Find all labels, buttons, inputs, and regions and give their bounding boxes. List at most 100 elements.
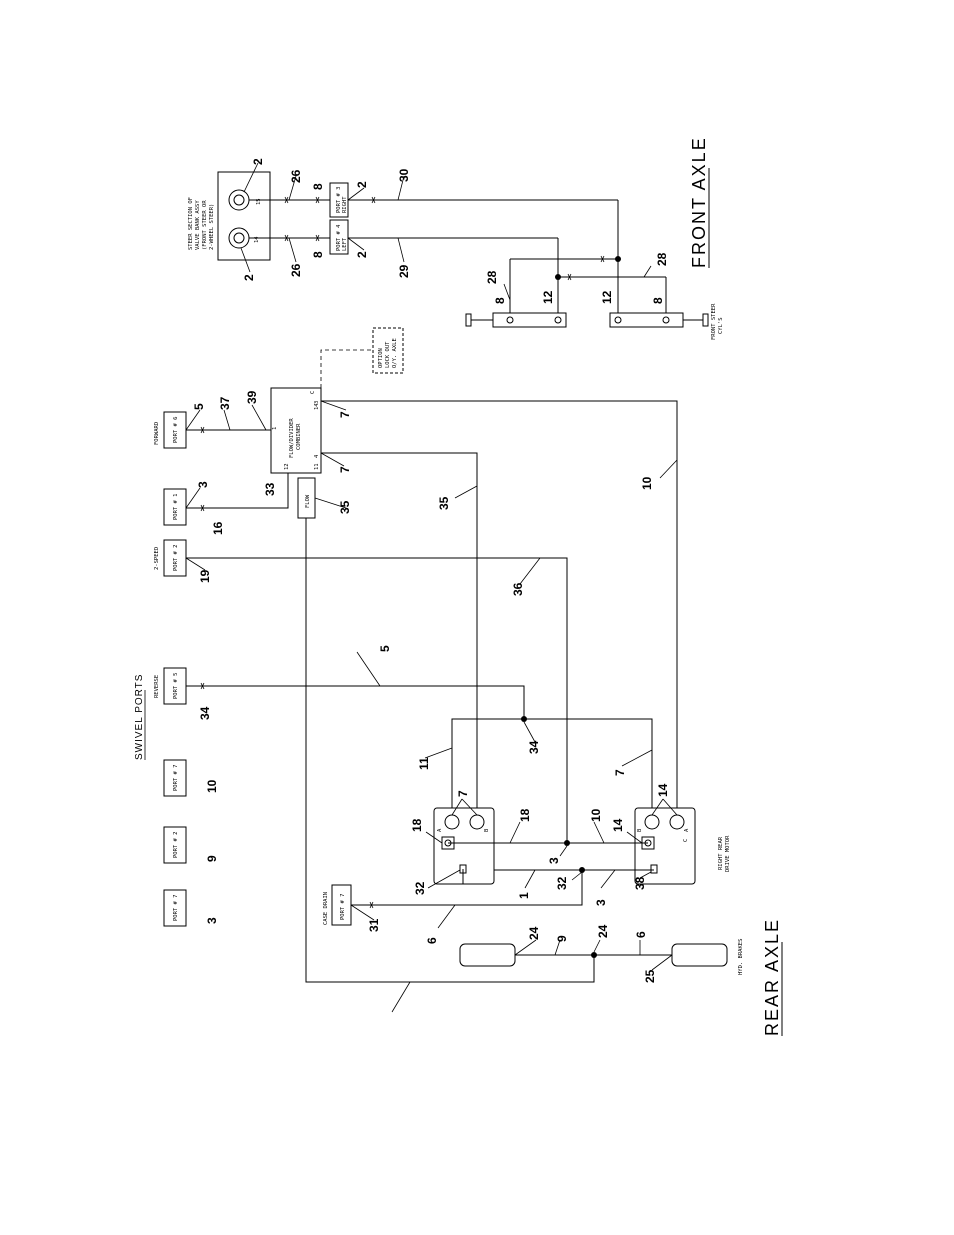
front-steer-cylinder-right: [609, 312, 709, 328]
svg-text:14: 14: [314, 403, 320, 410]
svg-text:4: 4: [314, 454, 320, 458]
svg-text:LOCK OUT: LOCK OUT: [385, 341, 391, 368]
svg-text:16: 16: [211, 521, 225, 535]
front-steer-cylinder-left: [465, 312, 567, 328]
svg-text:PORT # 4: PORT # 4: [336, 224, 342, 251]
svg-text:(FRONT STEER OR: (FRONT STEER OR: [202, 200, 208, 250]
left-drive-motor: A B: [433, 807, 495, 885]
svg-text:29: 29: [397, 264, 411, 278]
front-axle-title: FRONT AXLE: [689, 136, 709, 268]
svg-text:1: 1: [517, 892, 531, 899]
option-lockout-box: OPTION LOCK OUT O/Y. AXLE: [372, 327, 404, 374]
svg-text:7: 7: [613, 769, 627, 776]
svg-text:8: 8: [311, 183, 325, 190]
svg-text:19: 19: [198, 569, 212, 583]
svg-text:35: 35: [338, 500, 352, 514]
steer-valve-section: 15 14 STEER SECTION OF VALVE BANK ASSY (…: [188, 171, 271, 261]
svg-text:28: 28: [485, 270, 499, 284]
svg-text:14: 14: [611, 818, 625, 832]
svg-text:HYD. BRAKES: HYD. BRAKES: [738, 939, 744, 975]
svg-text:10: 10: [589, 808, 603, 822]
port-6-forward: PORT # 6 FORWARD: [154, 411, 187, 449]
svg-text:PORT # 7: PORT # 7: [173, 895, 179, 922]
svg-text:32: 32: [413, 881, 427, 895]
rear-axle-title: REAR AXLE: [762, 918, 782, 1036]
svg-text:2: 2: [251, 158, 265, 165]
svg-text:37: 37: [218, 396, 232, 410]
svg-text:26: 26: [289, 169, 303, 183]
svg-text:2: 2: [355, 181, 369, 188]
svg-text:CYL'S: CYL'S: [718, 317, 724, 334]
svg-text:REVERSE: REVERSE: [154, 675, 160, 698]
svg-text:28: 28: [655, 252, 669, 266]
svg-text:32: 32: [555, 876, 569, 890]
svg-text:9: 9: [555, 935, 569, 942]
svg-text:7: 7: [456, 790, 470, 797]
svg-text:2: 2: [355, 251, 369, 258]
svg-text:PORT # 6: PORT # 6: [173, 417, 179, 444]
svg-text:PORT # 7: PORT # 7: [340, 894, 346, 921]
svg-text:7: 7: [338, 466, 352, 473]
svg-text:8: 8: [493, 297, 507, 304]
svg-text:RIGHT REAR: RIGHT REAR: [718, 836, 724, 870]
svg-text:34: 34: [527, 740, 541, 754]
svg-text:2-WHEEL STEER): 2-WHEEL STEER): [209, 204, 215, 250]
svg-text:1: 1: [272, 427, 278, 430]
svg-text:7: 7: [338, 411, 352, 418]
svg-text:8: 8: [651, 297, 665, 304]
svg-text:18: 18: [518, 808, 532, 822]
svg-text:12: 12: [541, 290, 555, 304]
svg-text:STEER SECTION OF: STEER SECTION OF: [188, 197, 194, 250]
port-7-b: PORT # 7: [163, 889, 187, 927]
svg-text:C: C: [310, 391, 316, 394]
svg-text:26: 26: [289, 263, 303, 277]
svg-text:14: 14: [656, 783, 670, 797]
svg-text:3: 3: [196, 481, 210, 488]
svg-text:FLOW: FLOW: [305, 494, 311, 508]
svg-text:12: 12: [284, 463, 290, 470]
svg-text:OPTION: OPTION: [378, 348, 384, 368]
svg-text:B: B: [637, 828, 643, 832]
svg-text:A: A: [437, 828, 443, 832]
svg-text:2-SPEED: 2-SPEED: [154, 547, 160, 570]
callout-numbers: 2 2 26 26 8 8 2 2 30 29 28 28 8 12 12 8 …: [192, 158, 670, 983]
svg-text:24: 24: [527, 926, 541, 940]
svg-text:3: 3: [205, 917, 219, 924]
svg-text:B: B: [484, 828, 490, 832]
port-2-two-speed: PORT # 2 2-SPEED: [154, 539, 187, 577]
svg-text:5: 5: [192, 403, 206, 410]
svg-text:3: 3: [314, 401, 320, 404]
right-rear-drive-motor: B A C: [634, 807, 696, 885]
svg-text:18: 18: [410, 818, 424, 832]
svg-text:10: 10: [205, 779, 219, 793]
svg-text:VALVE BANK ASSY: VALVE BANK ASSY: [195, 200, 201, 250]
hyd-brake-left: [459, 943, 516, 967]
svg-text:PORT # 2: PORT # 2: [173, 545, 179, 572]
flow-control-box: FLOW: [297, 477, 316, 519]
svg-text:12: 12: [600, 290, 614, 304]
svg-text:38: 38: [633, 876, 647, 890]
svg-text:FLOW/DIVIDER: FLOW/DIVIDER: [289, 418, 295, 458]
svg-text:5: 5: [378, 645, 392, 652]
swivel-ports-title: SWIVEL PORTS: [134, 674, 145, 760]
port-3-right-box: PORT # 3 RIGHT: [329, 182, 349, 218]
svg-text:3: 3: [547, 857, 561, 864]
svg-text:39: 39: [245, 390, 259, 404]
svg-text:36: 36: [511, 582, 525, 596]
svg-text:A: A: [684, 828, 690, 832]
svg-text:9: 9: [205, 855, 219, 862]
svg-text:PORT # 5: PORT # 5: [173, 673, 179, 700]
svg-text:11: 11: [417, 757, 431, 770]
hyd-brake-right: [671, 943, 728, 967]
valve-label-14: 14: [254, 236, 260, 243]
svg-text:6: 6: [634, 931, 648, 938]
port-2-b: PORT # 2: [163, 826, 187, 864]
svg-text:C: C: [683, 839, 689, 842]
svg-text:8: 8: [311, 251, 325, 258]
flow-divider-combiner: FLOW/DIVIDER COMBINER C 14 3 1 4 12 11: [270, 387, 322, 474]
svg-text:PORT # 1: PORT # 1: [173, 494, 179, 521]
svg-text:30: 30: [397, 168, 411, 182]
port-1: PORT # 1: [163, 488, 187, 526]
svg-text:DRIVE MOTOR: DRIVE MOTOR: [725, 835, 731, 872]
